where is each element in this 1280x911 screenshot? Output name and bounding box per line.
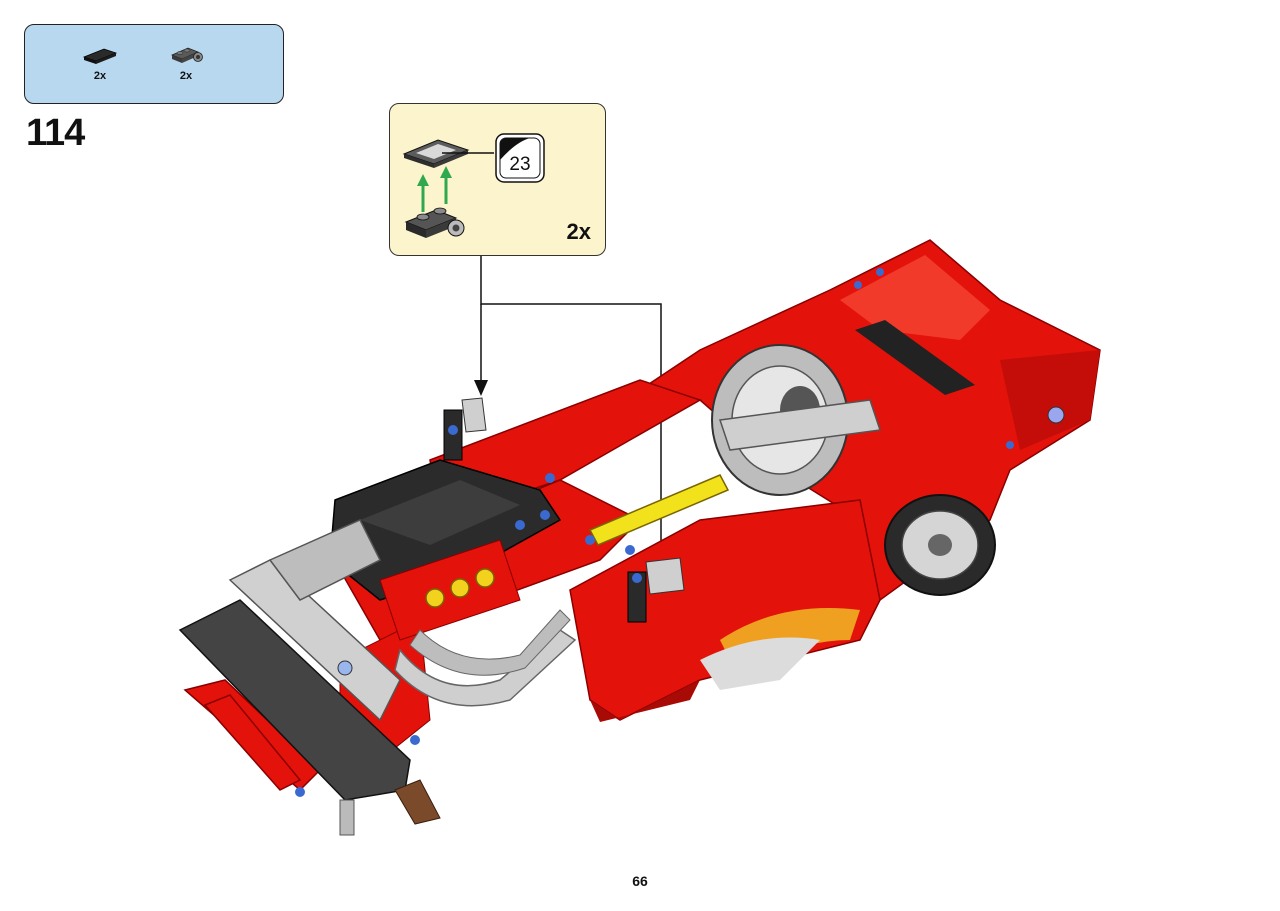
added-part-left — [443, 397, 487, 461]
part-quantity: 2x — [179, 70, 193, 82]
parts-list-box: 2x 2x — [24, 24, 284, 104]
sticker-number: 23 — [509, 154, 531, 175]
page-number: 66 — [632, 873, 648, 889]
part-quantity: 2x — [93, 70, 107, 82]
subassembly-illustration — [402, 139, 494, 238]
added-part-right — [627, 557, 685, 623]
blue-pins — [295, 268, 1065, 797]
step-number: 114 — [26, 112, 85, 154]
black-flat-tile-icon — [82, 48, 118, 64]
parts-item: 2x — [75, 43, 125, 82]
dark-grey-plate-with-pin-hole-icon — [170, 47, 203, 63]
engine-assembly — [329, 399, 881, 707]
sticker-number-badge: 23 — [494, 132, 546, 184]
subassembly-callout: 23 2x — [389, 103, 606, 256]
parts-item: 2x — [161, 43, 211, 82]
wheel — [884, 494, 996, 596]
front-frame — [178, 519, 441, 836]
callout-quantity: 2x — [566, 219, 591, 244]
sticker-icon — [495, 133, 545, 183]
